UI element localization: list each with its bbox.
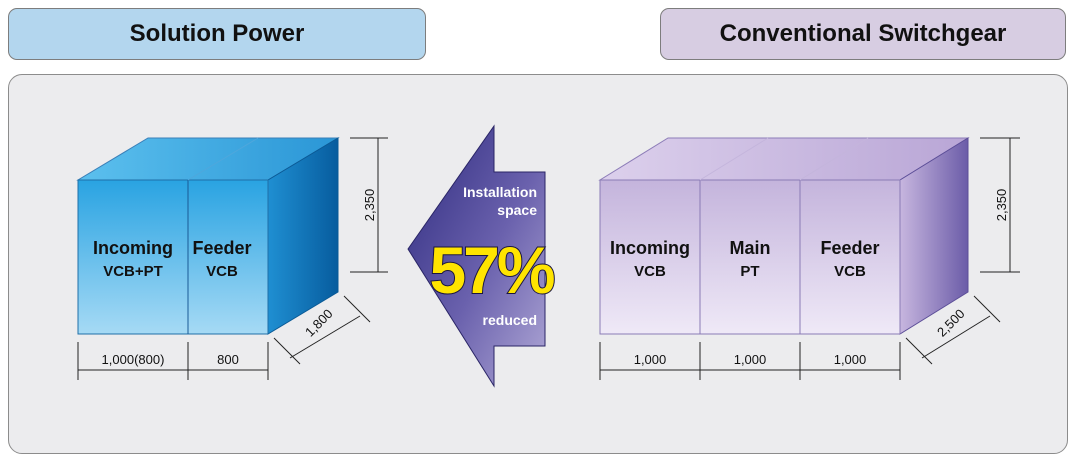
conventional-switchgear-cabinet: Incoming VCB Main PT Feeder VCB bbox=[598, 137, 970, 335]
arrow-percent: 57% bbox=[429, 233, 553, 307]
solution-dimensions bbox=[77, 137, 388, 380]
solution-power-header: Solution Power bbox=[8, 8, 426, 60]
arrow-shape bbox=[407, 124, 546, 388]
solution-panel-1-sub: VCB+PT bbox=[103, 263, 163, 280]
conventional-panel-1-sub: VCB bbox=[634, 263, 666, 280]
conventional-dimensions bbox=[599, 137, 1020, 380]
arrow-text-installation: Installation bbox=[463, 184, 537, 200]
conventional-width-1-dimension: 1,000 bbox=[634, 352, 667, 367]
blue-box-front bbox=[77, 179, 269, 335]
blue-box-top-divider bbox=[187, 137, 259, 181]
solution-panel-2-name: Feeder bbox=[192, 238, 251, 258]
conventional-panel-3-sub: VCB bbox=[834, 263, 866, 280]
solution-height-dimension: 2,350 bbox=[362, 189, 377, 222]
purple-box-front bbox=[599, 179, 901, 335]
purple-box-top-divider-2 bbox=[799, 137, 869, 181]
solution-width-1-dimension: 1,000(800) bbox=[102, 352, 165, 367]
conventional-switchgear-header: Conventional Switchgear bbox=[660, 8, 1066, 60]
arrow-text-space: space bbox=[497, 202, 537, 218]
conventional-height-dimension: 2,350 bbox=[994, 189, 1009, 222]
conventional-width-3-dimension: 1,000 bbox=[834, 352, 867, 367]
conventional-panel-2-sub: PT bbox=[740, 263, 759, 280]
solution-power-cabinet: Incoming VCB+PT Feeder VCB bbox=[76, 137, 340, 335]
conventional-panel-1-name: Incoming bbox=[610, 238, 690, 258]
conventional-panel-3-name: Feeder bbox=[820, 238, 879, 258]
purple-box-top-divider-1 bbox=[699, 137, 769, 181]
conventional-width-2-dimension: 1,000 bbox=[734, 352, 767, 367]
solution-power-title: Solution Power bbox=[129, 20, 305, 47]
conventional-panel-2-name: Main bbox=[729, 238, 770, 258]
conventional-depth-dimension: 2,500 bbox=[934, 306, 968, 340]
arrow-text-reduced: reduced bbox=[483, 312, 537, 328]
switchgear-comparison-diagram: Incoming VCB+PT Feeder VCB 2,350 1,000(8… bbox=[76, 124, 1020, 388]
solution-panel-1-name: Incoming bbox=[93, 238, 173, 258]
solution-panel-2-sub: VCB bbox=[206, 263, 238, 280]
solution-width-2-dimension: 800 bbox=[217, 352, 239, 367]
conventional-switchgear-title: Conventional Switchgear bbox=[719, 20, 1007, 47]
reduction-arrow: Installation space 57% reduced bbox=[407, 124, 558, 388]
